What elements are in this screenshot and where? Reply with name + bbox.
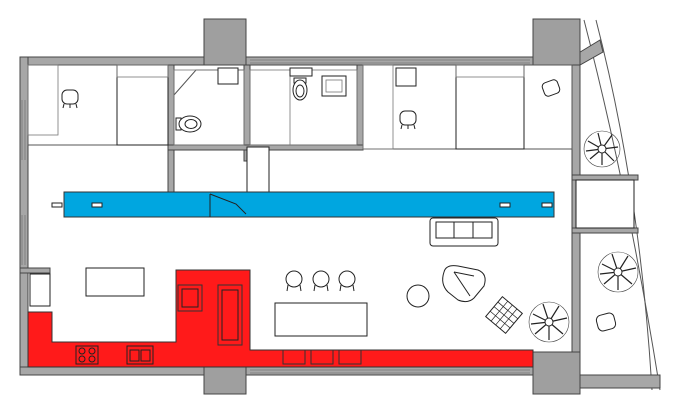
partitions xyxy=(19,64,639,274)
sink-icon xyxy=(126,345,154,365)
stool-icon xyxy=(285,270,303,292)
washing-machine-icon xyxy=(217,67,239,85)
storage-wall xyxy=(51,191,555,218)
bed-left xyxy=(116,64,169,146)
bedroom-left xyxy=(27,64,169,146)
sofa-icon xyxy=(429,217,499,247)
toilet-icon xyxy=(292,77,308,101)
stove-icon xyxy=(75,345,99,365)
toilet-icon xyxy=(175,115,202,133)
bedroom-right xyxy=(362,64,573,150)
kitchen-island-left xyxy=(85,267,145,297)
stool-icon xyxy=(595,312,617,332)
stool-icon xyxy=(312,270,330,292)
stool-icon xyxy=(338,270,356,292)
bathroom-left xyxy=(173,67,245,146)
washing-machine-icon xyxy=(321,75,347,97)
side-table-icon xyxy=(406,284,430,308)
pillar-top-right xyxy=(532,18,581,66)
mat-icon xyxy=(484,295,524,335)
plant-icon xyxy=(528,301,570,343)
chair-icon xyxy=(399,110,417,130)
pillar-bottom-right xyxy=(532,351,581,395)
living xyxy=(406,265,524,335)
kitchen xyxy=(27,267,534,368)
dining xyxy=(274,270,368,337)
plant-icon xyxy=(597,251,639,293)
plant-icon xyxy=(583,130,621,168)
stool-icon xyxy=(541,79,561,97)
lounge-chair-icon xyxy=(442,265,486,303)
bathroom-right xyxy=(249,67,358,146)
windows xyxy=(21,59,530,374)
chair-icon xyxy=(61,89,79,109)
bed-right xyxy=(455,64,525,150)
kitchen-island-right xyxy=(274,302,368,337)
pillar-top-left xyxy=(203,18,247,66)
